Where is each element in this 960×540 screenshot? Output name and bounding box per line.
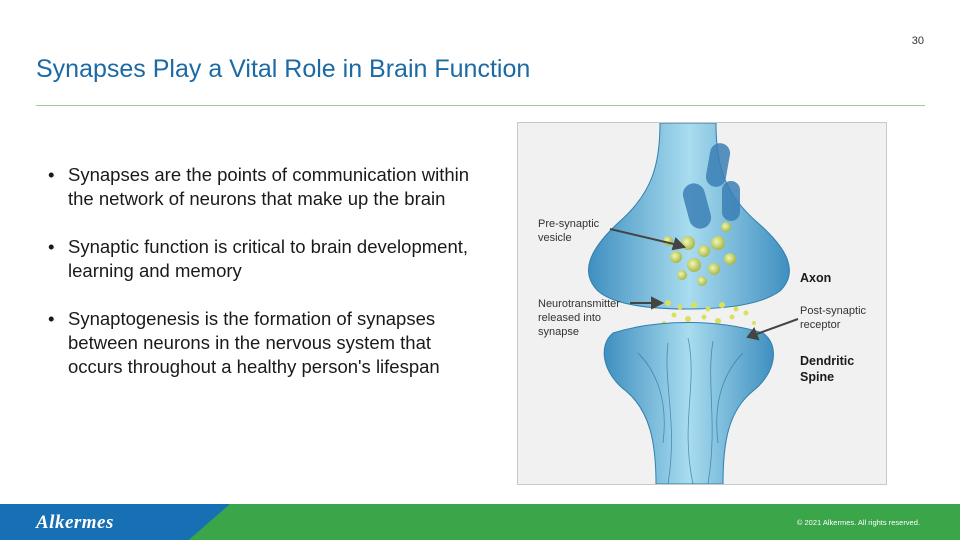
bullet-dot-icon: • (48, 164, 55, 185)
bullet-item: • Synaptogenesis is the formation of syna… (46, 307, 486, 379)
company-logo: Alkermes (36, 512, 114, 533)
synapse-illustration: Pre-synaptic vesicle Neurotransmitter re… (517, 122, 887, 485)
mitochondrion-shape (722, 181, 740, 221)
bullet-text: Synapses are the points of communication… (68, 164, 470, 209)
bullet-text: Synaptogenesis is the formation of synap… (68, 308, 440, 377)
label-postsynaptic-receptor: Post-synaptic receptor (800, 305, 867, 331)
page-number: 30 (911, 35, 924, 47)
bullet-item: • Synapses are the points of communicatio… (46, 163, 486, 211)
slide-title: Synapses Play a Vital Role in Brain Func… (36, 55, 531, 83)
bullet-list: • Synapses are the points of communicatio… (46, 163, 486, 403)
vesicle-cluster (663, 222, 736, 286)
dendritic-spine-shape (603, 322, 774, 484)
label-presynaptic-vesicle: Pre-synaptic vesicle (538, 218, 600, 244)
label-dendritic-spine: Dendritic Spine (800, 354, 855, 384)
bullet-dot-icon: • (48, 308, 55, 329)
footer-blue-band (0, 504, 230, 540)
mitochondrion-shape (705, 143, 731, 187)
title-divider (36, 105, 925, 106)
spine-fibers (637, 337, 744, 484)
label-neurotransmitter: Neurotransmitter released into synapse (538, 298, 620, 338)
bullet-dot-icon: • (48, 236, 55, 257)
footer-bar: Alkermes © 2021 Alkermes. All rights res… (0, 504, 960, 540)
label-pointers (609, 228, 799, 341)
copyright-text: © 2021 Alkermes. All rights reserved. (796, 518, 920, 527)
synapse-drawing (588, 123, 799, 484)
label-axon: Axon (800, 271, 832, 285)
bullet-text: Synaptic function is critical to brain d… (68, 236, 469, 281)
bullet-item: • Synaptic function is critical to brain … (46, 235, 486, 283)
mitochondrion-shape (682, 183, 712, 229)
